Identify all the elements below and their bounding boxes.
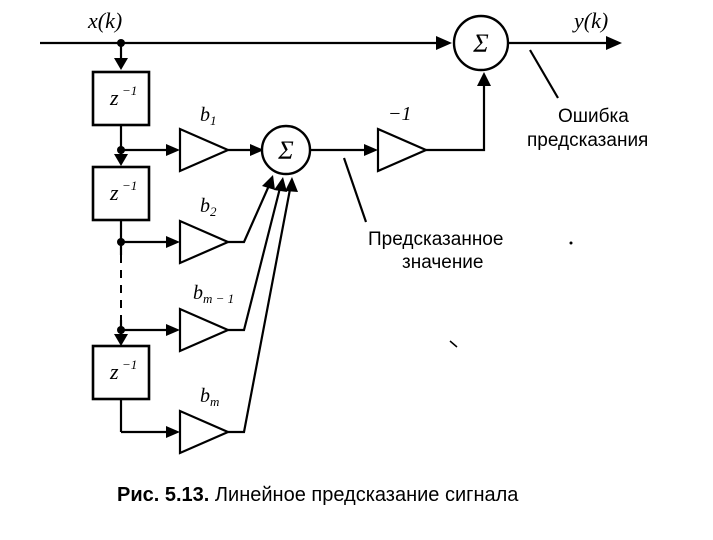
delay2-exp: −1 [122, 178, 137, 193]
bm1-output-line [228, 183, 283, 332]
gain-b1-label: b1 [200, 104, 217, 128]
predicted-pointer [342, 157, 368, 223]
tap2-arrowhead [166, 236, 180, 248]
negate-label: −1 [388, 103, 412, 125]
figure-caption: Рис. 5.13. Линейное предсказание сигнала [117, 484, 519, 506]
delay1-exp: −1 [122, 83, 137, 98]
predictor-arrowhead [364, 144, 378, 156]
negate-output-line [426, 82, 486, 152]
output-label: y(k) [572, 8, 608, 33]
b2-arrowhead [262, 175, 275, 190]
delay-block-1 [91, 70, 151, 127]
delay-block-2 [91, 165, 151, 222]
input-arrowhead [436, 36, 452, 50]
delay1-arrowhead [114, 58, 128, 70]
predictor-sum-symbol: Σ [277, 136, 294, 165]
error-label-line2: предсказания [527, 130, 648, 151]
speck-2 [449, 340, 458, 348]
delay3-arrowhead [114, 334, 128, 346]
bm1-arrowhead [274, 177, 287, 192]
delay2-arrowhead [114, 154, 128, 166]
error-pointer [529, 49, 559, 99]
b2-output-line [228, 180, 273, 244]
speck-1 [569, 241, 573, 245]
delay1-z: z [109, 85, 119, 110]
tap4-arrowhead [166, 426, 180, 438]
gain-b2 [178, 219, 231, 265]
gain-bm [178, 409, 231, 455]
output-arrowhead [606, 36, 622, 50]
delay2-z: z [109, 180, 119, 205]
bm-arrowhead [285, 177, 298, 192]
gain-bm1 [178, 307, 231, 353]
gain-b1 [178, 127, 231, 173]
delay-block-3 [91, 344, 151, 401]
negate-arrowhead [477, 72, 491, 86]
b1-arrowhead [250, 144, 264, 156]
gain-b2-label: b2 [200, 195, 217, 219]
predicted-label-line2: значение [402, 252, 484, 273]
predicted-label-line1: Предсказанное [368, 229, 503, 250]
delay3-z: z [109, 359, 119, 384]
delay3-exp: −1 [122, 357, 137, 372]
gain-bm1-label: bm − 1 [193, 282, 234, 306]
gain-bm-label: bm [200, 385, 219, 409]
output-sum-symbol: Σ [472, 29, 489, 58]
bm-output-line [228, 183, 293, 434]
tap3-arrowhead [166, 324, 180, 336]
negate-gain [376, 127, 429, 173]
input-label: x(k) [87, 8, 122, 33]
error-label-line1: Ошибка [558, 106, 629, 127]
tap1-arrowhead [166, 144, 180, 156]
